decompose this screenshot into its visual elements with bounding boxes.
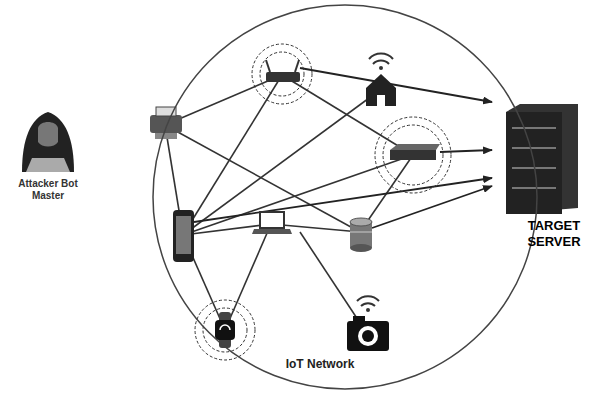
attack-arrows [194,68,492,228]
network-circle-outline [152,4,538,390]
phone-icon [173,210,194,262]
attacker-icon [22,112,74,172]
node-label: Attacker Bot Master [8,178,88,202]
camera-icon [347,296,389,351]
database-icon [350,218,372,252]
smart-home-icon [366,54,396,106]
node-label: IoT Network [270,357,370,371]
smartwatch-icon [195,300,255,360]
laptop-icon [252,212,292,234]
node-label: TARGET SERVER [520,218,588,249]
switch-icon [375,117,451,193]
network-circle: IoT Network [152,4,538,390]
server-label-node: TARGET SERVER [520,218,588,249]
printer-icon [150,107,182,139]
attacker-label-node: Attacker Bot Master [8,178,88,202]
router-icon [252,44,312,104]
server-icon [506,104,578,214]
network-links [165,75,413,335]
